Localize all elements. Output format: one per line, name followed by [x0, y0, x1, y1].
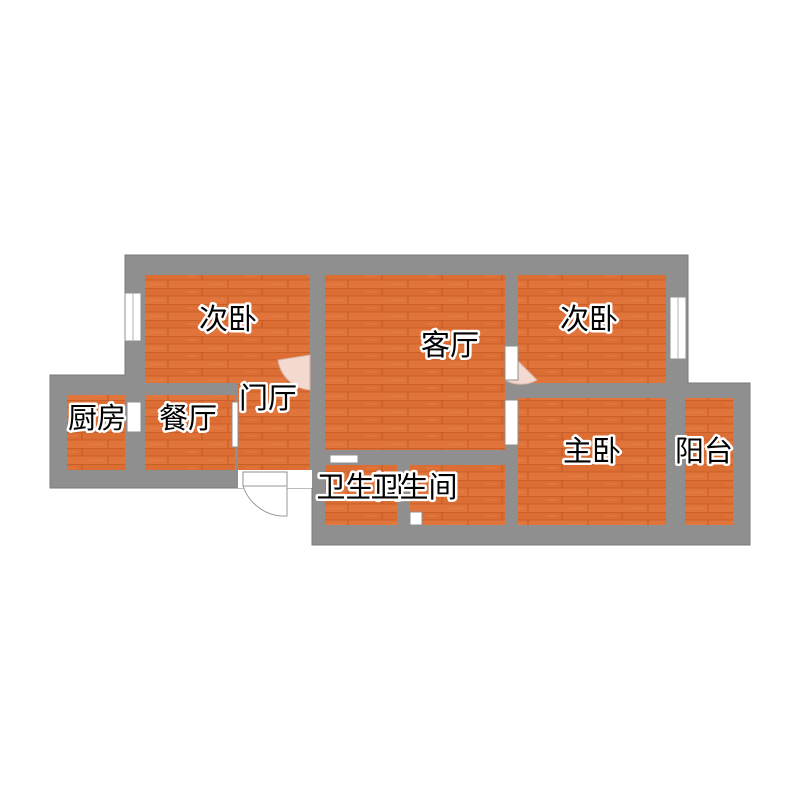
floor-master-bedroom: [518, 398, 666, 525]
floor-foyer: [238, 383, 310, 470]
room-label-bathroom-1: 卫生间: [316, 470, 403, 504]
room-label-bedroom-left: 次卧: [199, 302, 257, 336]
floor-bedroom-right: [518, 275, 666, 383]
floor-kitchen: [67, 395, 125, 470]
door-leaf-entrance: [242, 471, 288, 487]
floor-bathroom-2: [410, 465, 505, 525]
door-leaf-master-bedroom: [504, 399, 519, 446]
floor-dining-room: [145, 395, 235, 470]
window-kitchen-dining: [126, 401, 142, 433]
door-leaf-bathroom: [409, 511, 423, 526]
floor-balcony: [685, 398, 733, 525]
floors: [67, 275, 733, 525]
window-bathroom: [329, 454, 359, 464]
room-label-living-room: 客厅: [421, 328, 479, 362]
room-label-bedroom-right: 次卧: [560, 302, 618, 336]
floor-living-room: [325, 275, 505, 450]
door-swing-entrance: [242, 485, 288, 517]
room-labels: 次卧 客厅 次卧 厨房 餐厅 门厅 主卧 阳台 卫生间 卫生间: [65, 300, 735, 507]
floor-bathroom-1: [325, 465, 397, 525]
room-label-foyer: 门厅: [239, 381, 297, 415]
windows: [124, 292, 687, 464]
room-label-dining-room: 餐厅: [159, 401, 217, 435]
room-label-balcony: 阳台: [675, 434, 733, 468]
room-label-kitchen: 厨房: [68, 401, 126, 435]
room-label-bathroom-2: 卫生间: [370, 470, 457, 504]
door-leaf-bedroom-right: [504, 345, 519, 381]
room-label-master-bedroom: 主卧: [563, 434, 621, 468]
door-swing-bedroom-left: [277, 354, 311, 391]
door-leaf-dining: [231, 401, 239, 448]
doors: [231, 345, 538, 526]
